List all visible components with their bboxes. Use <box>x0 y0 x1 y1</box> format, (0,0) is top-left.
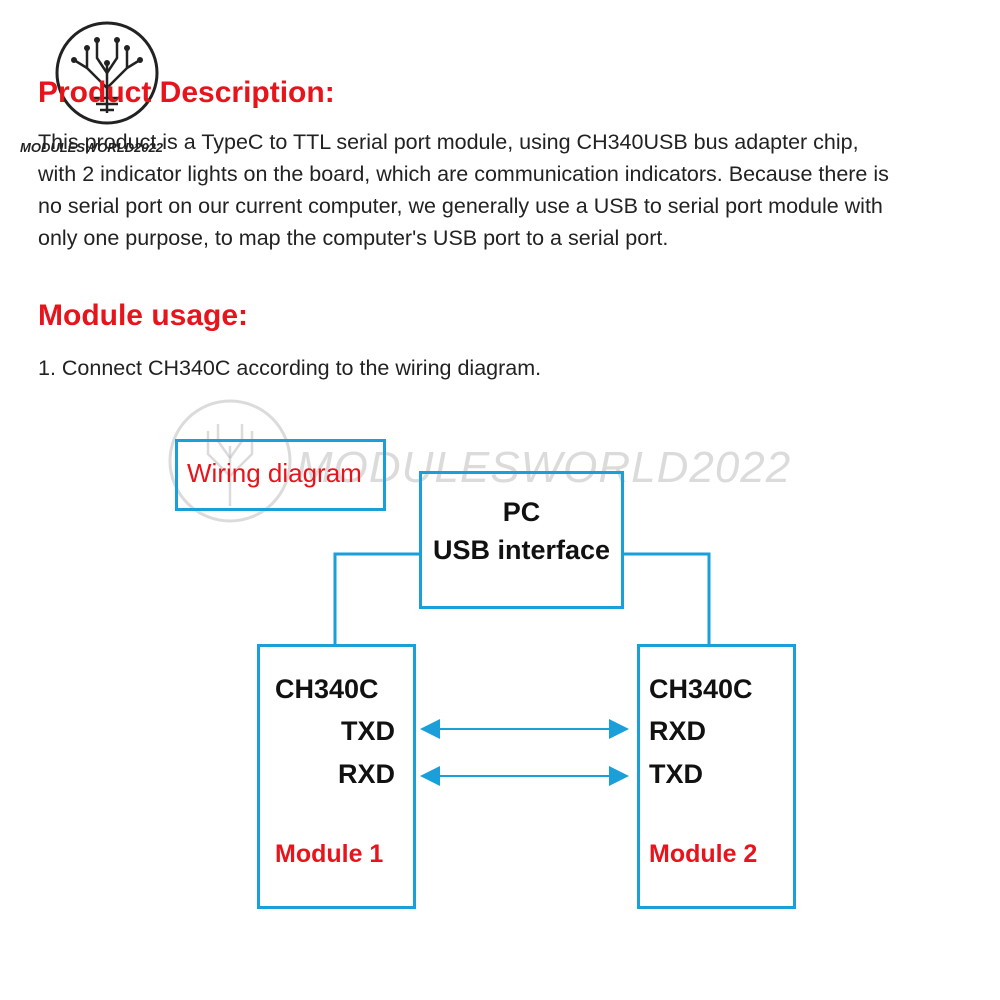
module2-chip: CH340C <box>649 674 753 704</box>
pc-label: PC <box>502 497 541 527</box>
module1-pin-rxd: RXD <box>337 759 395 789</box>
circuit-tree-icon <box>55 21 159 125</box>
description-line: with 2 indicator lights on the board, wh… <box>38 162 889 186</box>
module1-name: Module 1 <box>275 840 384 868</box>
module2-box <box>637 644 796 909</box>
module1-pin-txd: TXD <box>341 716 395 746</box>
description-line: This product is a TypeC to TTL serial po… <box>38 130 859 154</box>
description-line: only one purpose, to map the computer's … <box>38 226 669 250</box>
module1-box <box>257 644 416 909</box>
description-line: no serial port on our current computer, … <box>38 194 883 218</box>
module2-name: Module 2 <box>649 840 758 868</box>
module2-pin-rxd: RXD <box>649 716 707 746</box>
module1-chip: CH340C <box>275 674 379 704</box>
wiring-diagram-title: Wiring diagram <box>187 458 362 488</box>
connector-pc-module1 <box>333 552 420 645</box>
description-heading: Product Description: <box>38 76 335 109</box>
pc-usb-box <box>419 471 624 609</box>
description-paragraph: This product is a TypeC to TTL serial po… <box>38 126 978 254</box>
usage-step-1: 1. Connect CH340C according to the wirin… <box>38 356 542 380</box>
wiring-diagram-title-box <box>175 439 386 511</box>
watermark-text: MODULESWORLD2022 <box>296 443 792 492</box>
brand-logo <box>52 18 162 128</box>
module2-pin-txd: TXD <box>649 759 703 789</box>
brand-logo-text: MODULESWORLD2022 <box>20 140 164 155</box>
usb-interface-label: USB interface <box>432 535 611 565</box>
usage-heading: Module usage: <box>38 299 249 332</box>
connector-pc-module2 <box>622 552 711 645</box>
